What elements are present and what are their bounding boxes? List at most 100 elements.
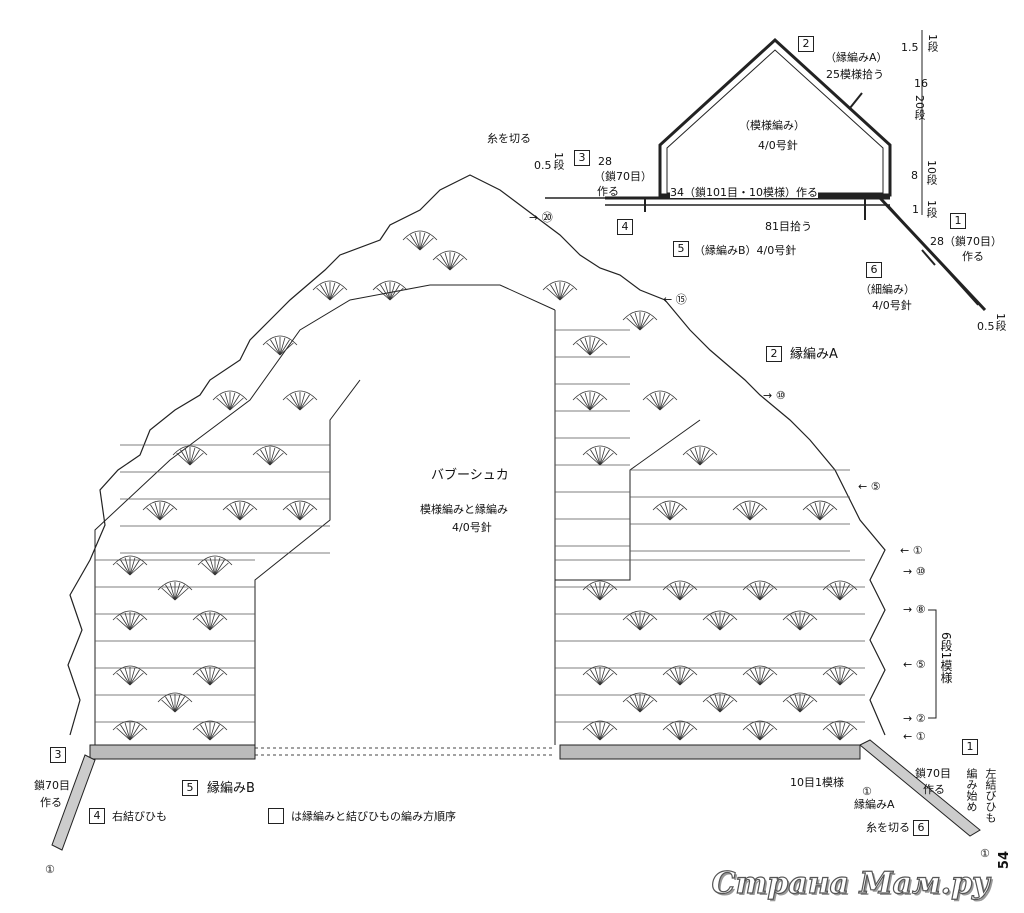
fan-motif bbox=[582, 580, 618, 601]
bottom-cut-yarn: 糸を切る bbox=[866, 821, 910, 834]
schematic-cut-yarn: 糸を切る bbox=[487, 132, 531, 145]
schematic-box-4: 4 bbox=[617, 219, 633, 235]
fan-motif bbox=[572, 335, 608, 356]
fan-motif bbox=[192, 720, 228, 741]
dim-10-rows: 10段 bbox=[925, 160, 938, 185]
bottom-edge-b: 縁編みB bbox=[207, 781, 255, 796]
bottom-edge-a: 縁編みA bbox=[854, 798, 895, 811]
fan-motif bbox=[582, 665, 618, 686]
center-title: バブーシュカ bbox=[431, 468, 509, 483]
fan-motif bbox=[732, 500, 768, 521]
fan-motif bbox=[252, 445, 288, 466]
schematic-half-05b: 0.5 bbox=[977, 320, 995, 333]
edging-a-outline bbox=[67, 174, 886, 736]
bottom-circle-1-left: ① bbox=[45, 863, 55, 876]
fan-motif bbox=[682, 445, 718, 466]
fan-motif bbox=[822, 665, 858, 686]
schematic-box-3: 3 bbox=[574, 150, 590, 166]
fan-motif bbox=[192, 610, 228, 631]
row-1-label-top: ← ① bbox=[900, 544, 923, 557]
dim-1-5: 1.5 bbox=[901, 41, 919, 54]
schematic-needle2: 4/0号針 bbox=[872, 299, 912, 312]
schematic-n28-left: 28 bbox=[598, 155, 612, 168]
left-block-edge bbox=[254, 379, 361, 745]
schematic-n28-right: 28（鎖70目） bbox=[930, 235, 1002, 248]
fan-motif bbox=[622, 610, 658, 631]
fan-motif bbox=[172, 445, 208, 466]
fan-motif bbox=[157, 580, 193, 601]
schematic-arrow-20: → ⑳ bbox=[529, 211, 553, 224]
bottom-box-5: 5 bbox=[182, 780, 198, 796]
fan-motif bbox=[782, 610, 818, 631]
page-number: 54 bbox=[997, 850, 1012, 869]
bottom-box-4: 4 bbox=[89, 808, 105, 824]
repeat-bracket bbox=[928, 609, 937, 719]
schematic-single: （細編み） bbox=[860, 283, 915, 296]
bottom-circle-1-right: ① bbox=[980, 847, 990, 860]
fan-motif bbox=[582, 720, 618, 741]
fan-motif bbox=[112, 720, 148, 741]
fan-motif bbox=[822, 720, 858, 741]
schematic-edge-b: （縁編みB）4/0号針 bbox=[694, 244, 797, 257]
fan-motif bbox=[622, 692, 658, 713]
schematic-box-1: 1 bbox=[950, 213, 966, 229]
schematic-one-row: 1段 bbox=[552, 152, 565, 170]
bottom-chain70: 鎖70目 bbox=[34, 779, 70, 792]
fan-motif bbox=[822, 580, 858, 601]
schematic-box-2: 2 bbox=[798, 36, 814, 52]
edging-b-left bbox=[89, 744, 256, 760]
row-5-label: ← ⑤ bbox=[858, 480, 881, 493]
fan-motif bbox=[782, 692, 818, 713]
right-box-2: 2 bbox=[766, 346, 782, 362]
fan-motif bbox=[222, 500, 258, 521]
fan-motif bbox=[262, 335, 298, 356]
bottom-box-3: 3 bbox=[50, 747, 66, 763]
inner-edge-left bbox=[94, 284, 556, 745]
dim-8: 8 bbox=[911, 169, 918, 182]
legend-text: は縁編みと結びひもの編み方順序 bbox=[291, 810, 456, 823]
row-1-label-bottom: ← ① bbox=[903, 730, 926, 743]
row-5b-label: ← ⑤ bbox=[903, 658, 926, 671]
row-10-label: → ⑩ bbox=[763, 389, 786, 402]
fan-motif bbox=[742, 720, 778, 741]
bottom-box-1: 1 bbox=[962, 739, 978, 755]
fan-motif bbox=[702, 610, 738, 631]
fan-motif bbox=[702, 692, 738, 713]
schematic-box-6: 6 bbox=[866, 262, 882, 278]
schematic-one-row-b: 1段 bbox=[994, 313, 1007, 331]
dim-20-rows: 20段 bbox=[913, 95, 926, 120]
center-needle: 4/0号針 bbox=[452, 521, 492, 534]
fan-motif bbox=[112, 665, 148, 686]
fan-motif bbox=[802, 500, 838, 521]
fan-motif bbox=[312, 280, 348, 301]
bottom-left-tie: 左結びひも bbox=[984, 768, 997, 823]
fan-motif bbox=[542, 280, 578, 301]
bottom-right-tie: 右結びひも bbox=[112, 810, 167, 823]
schematic-shape bbox=[658, 37, 892, 197]
row-2-label: → ② bbox=[903, 712, 926, 725]
fan-motif bbox=[197, 555, 233, 576]
bottom-make-right: 作る bbox=[923, 783, 945, 796]
edging-b-right bbox=[559, 744, 861, 760]
fan-motif bbox=[372, 280, 408, 301]
fan-motif bbox=[662, 720, 698, 741]
fan-motif bbox=[582, 445, 618, 466]
center-subtitle: 模様編みと縁編み bbox=[420, 503, 508, 516]
schematic-chain70-left: （鎖70目） bbox=[594, 170, 652, 183]
dim-1: 1 bbox=[912, 203, 919, 216]
bottom-repeat10: 10目1模様 bbox=[790, 776, 844, 789]
row-10b-label: → ⑩ bbox=[903, 565, 926, 578]
schematic-pattern: （模様編み） bbox=[739, 119, 805, 132]
fan-motif bbox=[402, 230, 438, 251]
fan-motifs bbox=[112, 230, 858, 741]
schematic-pick-25: 25模様拾う bbox=[826, 68, 884, 81]
fan-motif bbox=[662, 580, 698, 601]
right-tie-band bbox=[51, 754, 96, 851]
right-edge-a: 縁編みA bbox=[790, 347, 838, 362]
dim-1-row-top: 1段 bbox=[926, 34, 939, 52]
right-block-edge bbox=[555, 419, 701, 581]
fan-motif bbox=[572, 390, 608, 411]
bottom-circle-1-mid: ① bbox=[862, 785, 872, 798]
